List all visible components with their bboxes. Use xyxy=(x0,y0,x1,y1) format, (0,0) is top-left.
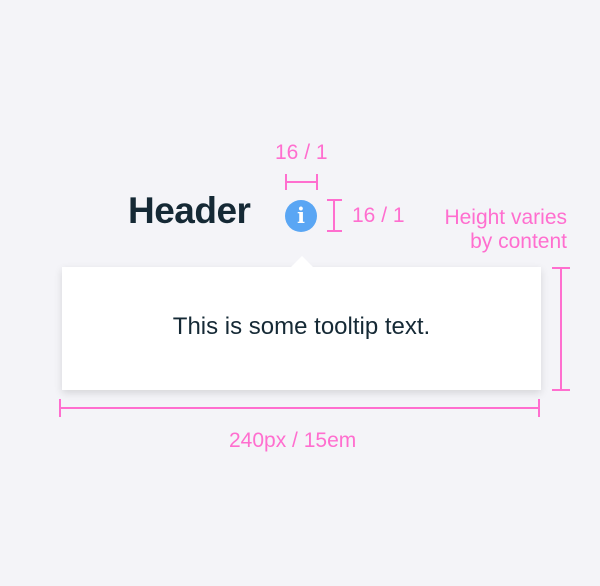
tooltip-caret xyxy=(291,256,313,267)
icon-width-label: 16 / 1 xyxy=(275,141,328,164)
tooltip-height-label: Height varies by content xyxy=(444,206,567,253)
header-title: Header xyxy=(128,190,251,231)
tooltip-text: This is some tooltip text. xyxy=(172,313,431,340)
tooltip-width-label: 240px / 15em xyxy=(229,429,357,452)
info-icon[interactable]: i xyxy=(285,200,317,232)
icon-height-label: 16 / 1 xyxy=(352,204,405,227)
tooltip: This is some tooltip text. xyxy=(62,267,541,390)
